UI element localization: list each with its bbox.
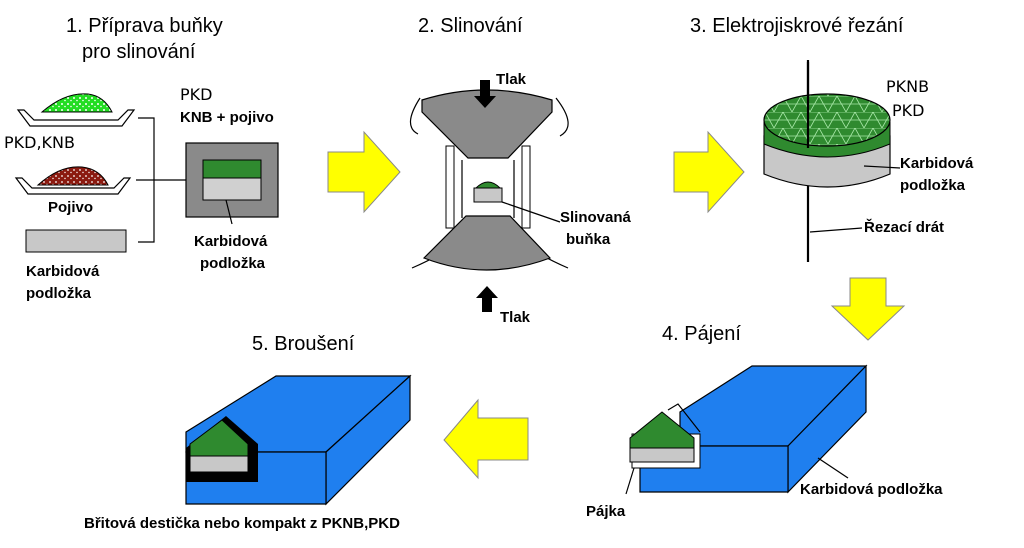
powder-tray [16,93,136,127]
pkd-knb-label: PKD,KNB [4,133,75,152]
die-wall-right [521,145,531,229]
final-insert-carbide [189,455,249,473]
step3-title: 3. Elektrojiskrové řezání [690,15,904,37]
step2-title: 2. Slinování [418,15,523,37]
sintered-label-2: buňka [566,231,611,248]
sintered-pointer [501,201,561,223]
die-inner-lines [461,160,515,218]
pressure-arrow-up [476,286,498,312]
cell-carbide-pointer [225,199,233,225]
pknb-label: PKNB [886,77,929,96]
pressure-arrow-down [474,80,496,108]
braze-carbide-label: Karbidová podložka [800,481,943,498]
cell-knb-binder-label: KNB + pojivo [180,109,274,126]
lower-anvil [422,215,552,271]
disc-carbide-pointer [863,165,901,169]
wire-label: Řezací drát [864,218,944,236]
cell-diamond-layer [202,159,262,179]
sintered-label-1: Slinovaná [560,209,632,226]
sintered-cell-diamond [474,181,502,189]
step1-title: 1. Příprava buňky [66,15,223,37]
upper-anvil [421,89,553,159]
bracket-lines [136,117,186,243]
step1-group: 1. Příprava buňky pro slinování PKD,KNB … [4,15,279,302]
step4-group: 4. Pájení Karbidová podložka Pájka [586,323,943,520]
step4-title: 4. Pájení [662,323,741,345]
sintered-cell-carbide [473,187,503,203]
step5-group: 5. Broušení Břitová destička nebo kompak… [84,333,412,532]
final-insert-diamond [189,419,249,457]
die-outline-top [409,97,569,137]
arrow-3-to-4 [830,277,906,341]
tlak-top-label: Tlak [496,71,527,88]
disc-carbide-label-2: podložka [900,177,966,194]
pajka-label: Pájka [586,503,626,520]
pocket-edge [667,403,701,433]
arrow-4-to-5 [443,398,529,480]
disc-top-cut [763,93,891,147]
step5-title: 5. Broušení [252,333,355,355]
wire-pointer [809,227,863,233]
step2-group: 2. Slinování Slinovaná buňka Tlak Tlak [409,15,632,326]
disc-carbide-label-1: Karbidová [900,155,974,172]
braze-insert-carbide [629,447,695,463]
arrow-2-to-3 [673,130,745,214]
carbide-plate [25,229,127,253]
cell-carbide-label-2: podložka [200,255,266,272]
braze-carbide-pointer [817,457,849,479]
step1-subtitle: pro slinování [82,41,196,63]
braze-insert-diamond [629,411,695,449]
carbide-label-2: podložka [26,285,92,302]
cell-carbide-layer [202,177,262,201]
die-wall-left [445,145,455,229]
arrow-1-to-2 [327,130,401,214]
pkd3-label: PKD [892,101,924,120]
cell-pkd-label: PKD [180,85,212,104]
binder-tray [14,166,132,195]
carbide-label-1: Karbidová [26,263,100,280]
final-caption: Břitová destička nebo kompakt z PKNB,PKD [84,515,400,532]
pajka-pointer [625,467,635,495]
step3-group: 3. Elektrojiskrové řezání PKNB PKD Karbi… [690,15,974,262]
binder-label: Pojivo [48,199,93,216]
cell-carbide-label-1: Karbidová [194,233,268,250]
tlak-bottom-label: Tlak [500,309,531,326]
